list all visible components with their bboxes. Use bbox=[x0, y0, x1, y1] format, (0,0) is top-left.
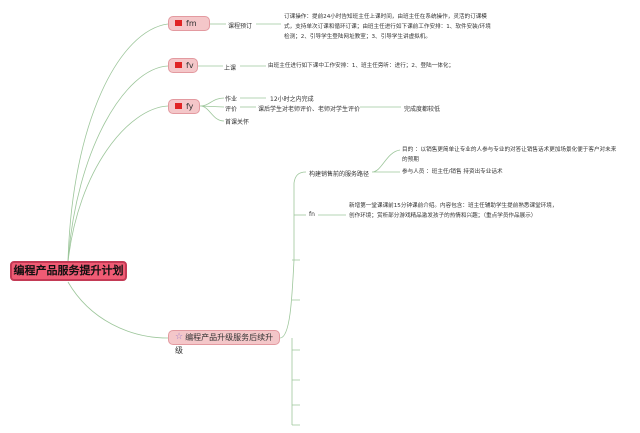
upgrade-section-people: 参与人员 ：班主任/销售 持资出专业话术 bbox=[402, 169, 503, 175]
fy-item-evaluation-extra: 完成度都较低 bbox=[404, 106, 441, 113]
red-flag-icon bbox=[175, 20, 182, 26]
branch-upgrade-label: 编程产品升级服务后续升级 bbox=[175, 333, 274, 355]
branch-fv-node[interactable]: fv bbox=[168, 58, 198, 73]
fy-item-homework-detail: 12小时之内完成 bbox=[270, 96, 314, 103]
branch-fy-label: fy bbox=[186, 102, 194, 111]
upgrade-section-fn: fn bbox=[309, 211, 315, 218]
branch-upgrade-node[interactable]: ☆编程产品升级服务后续升级 bbox=[168, 330, 280, 355]
connector-upgrade-twigs bbox=[292, 259, 300, 426]
branch-fy-node[interactable]: fy bbox=[168, 99, 200, 114]
fy-item-evaluation-detail: 课后学生对老师评价、老师对学生评价 bbox=[258, 106, 361, 113]
connector-section1 bbox=[371, 149, 401, 173]
connector-root-fy bbox=[67, 105, 169, 263]
fv-item-label: 上课 bbox=[224, 65, 237, 72]
branch-fv-label: fv bbox=[186, 61, 194, 70]
fy-item-first-lesson-care: 首课关怀 bbox=[225, 119, 250, 126]
star-icon: ☆ bbox=[175, 332, 184, 342]
connector-root-upgrade bbox=[67, 281, 169, 339]
upgrade-section-goal: 目的 ：以销售更简单让专业的人参与专业的对答让销售话术更加场景化便于客户对未来的… bbox=[402, 147, 617, 163]
connector-root-fm bbox=[67, 23, 169, 263]
fm-item-label: 课程预订 bbox=[228, 23, 253, 30]
fy-item-homework: 作业 bbox=[225, 96, 238, 103]
fy-item-evaluation: 评价 bbox=[225, 106, 238, 113]
red-flag-icon bbox=[175, 62, 182, 68]
root-node[interactable]: 编程产品服务提升计划 bbox=[10, 261, 127, 281]
upgrade-section-fn-detail: 新增第一堂课课前15分钟课前介绍。内容包含：班主任辅助学生提前熟悉课堂环境，创作… bbox=[349, 203, 558, 219]
connector-root-fv bbox=[67, 65, 169, 263]
connector-upgrade-trunk bbox=[279, 171, 307, 339]
fv-detail-text: 由班主任进行如下课中工作安排：1、班主任旁听：进行；2、登陆一体化； bbox=[268, 63, 455, 69]
root-title: 编程产品服务提升计划 bbox=[13, 264, 124, 277]
red-flag-icon bbox=[175, 103, 182, 109]
branch-fm-label: fm bbox=[186, 19, 197, 28]
fm-detail-text: 订课操作：提前24小时告知班主任上课时间，由班主任在系统操作，灵活的订课模式，支… bbox=[284, 14, 491, 40]
upgrade-section-service-path: 构建销售前的服务路径 bbox=[309, 171, 370, 178]
connector-fy-items bbox=[199, 97, 225, 122]
branch-fm-node[interactable]: fm bbox=[168, 16, 210, 31]
